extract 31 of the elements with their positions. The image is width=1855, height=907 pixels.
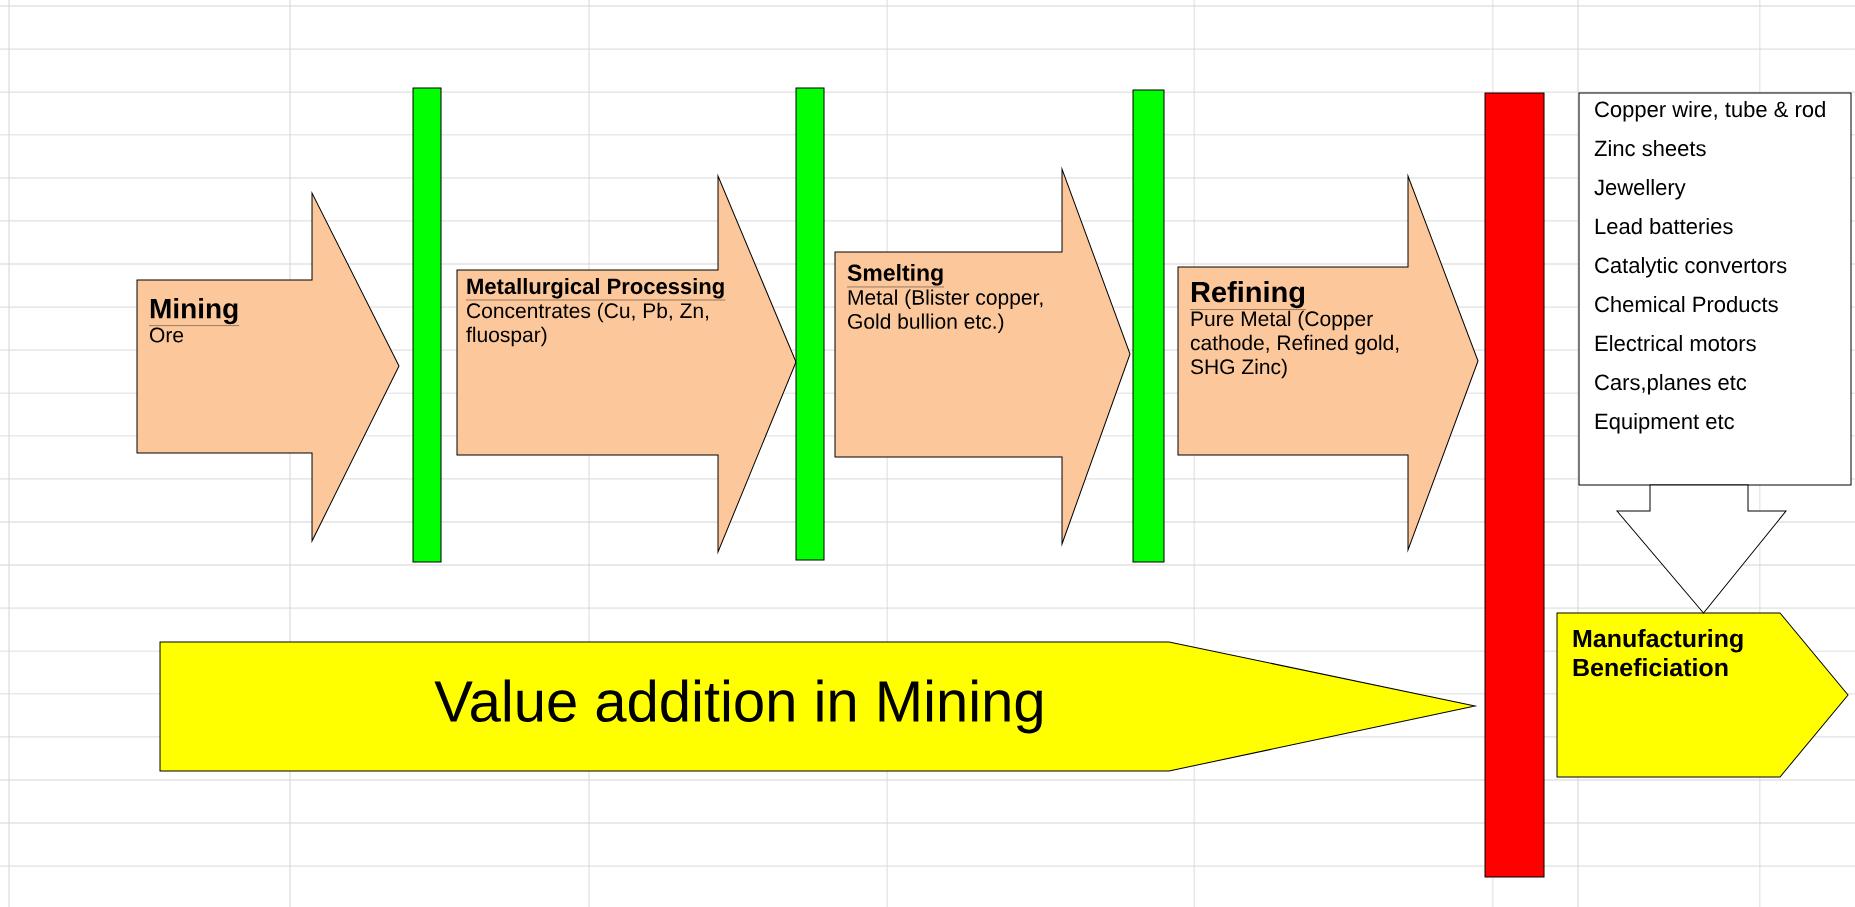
stage-description: Ore bbox=[150, 327, 184, 343]
separator-bar bbox=[795, 87, 825, 561]
arrow-label: Value addition in Mining bbox=[434, 679, 1042, 734]
separator-bar bbox=[412, 87, 442, 563]
product-item: Chemical Products bbox=[1595, 296, 1778, 313]
product-list-box bbox=[1578, 92, 1852, 486]
product-item: Lead batteries bbox=[1595, 218, 1733, 235]
stage-heading: Smelting bbox=[846, 264, 945, 288]
separator-bar bbox=[1484, 92, 1545, 878]
stage-heading: Mining bbox=[148, 298, 240, 326]
process-step bbox=[834, 168, 1131, 545]
process-step bbox=[136, 192, 400, 542]
process-step bbox=[1177, 175, 1479, 551]
stage-pentagon bbox=[1556, 612, 1849, 778]
stage-description: Metal (Blister copper, Gold bullion etc.) bbox=[848, 289, 1043, 333]
product-item: Jewellery bbox=[1594, 179, 1686, 200]
stage-label: Manufacturing Beneficiation bbox=[1573, 629, 1743, 677]
stage-heading: Metallurgical Processing bbox=[465, 278, 726, 301]
separator-bar bbox=[1132, 89, 1165, 563]
stage-description: Pure Metal (Copper cathode, Refined gold, SHG Zinc) bbox=[1190, 310, 1399, 379]
product-item: Electrical motors bbox=[1595, 335, 1756, 352]
product-item: Copper wire, tube & rod bbox=[1595, 101, 1825, 122]
stage-heading: Refining bbox=[1189, 281, 1307, 310]
stage-description: Concentrates (Cu, Pb, Zn, fluospar) bbox=[466, 302, 709, 347]
product-item: Catalytic convertors bbox=[1595, 257, 1787, 278]
product-item: Zinc sheets bbox=[1594, 140, 1706, 157]
product-item: Equipment etc bbox=[1595, 413, 1735, 434]
product-item: Cars,planes etc bbox=[1595, 374, 1747, 395]
process-step bbox=[456, 175, 797, 553]
value-arrow bbox=[159, 641, 1476, 772]
block-arrow bbox=[1616, 484, 1787, 614]
